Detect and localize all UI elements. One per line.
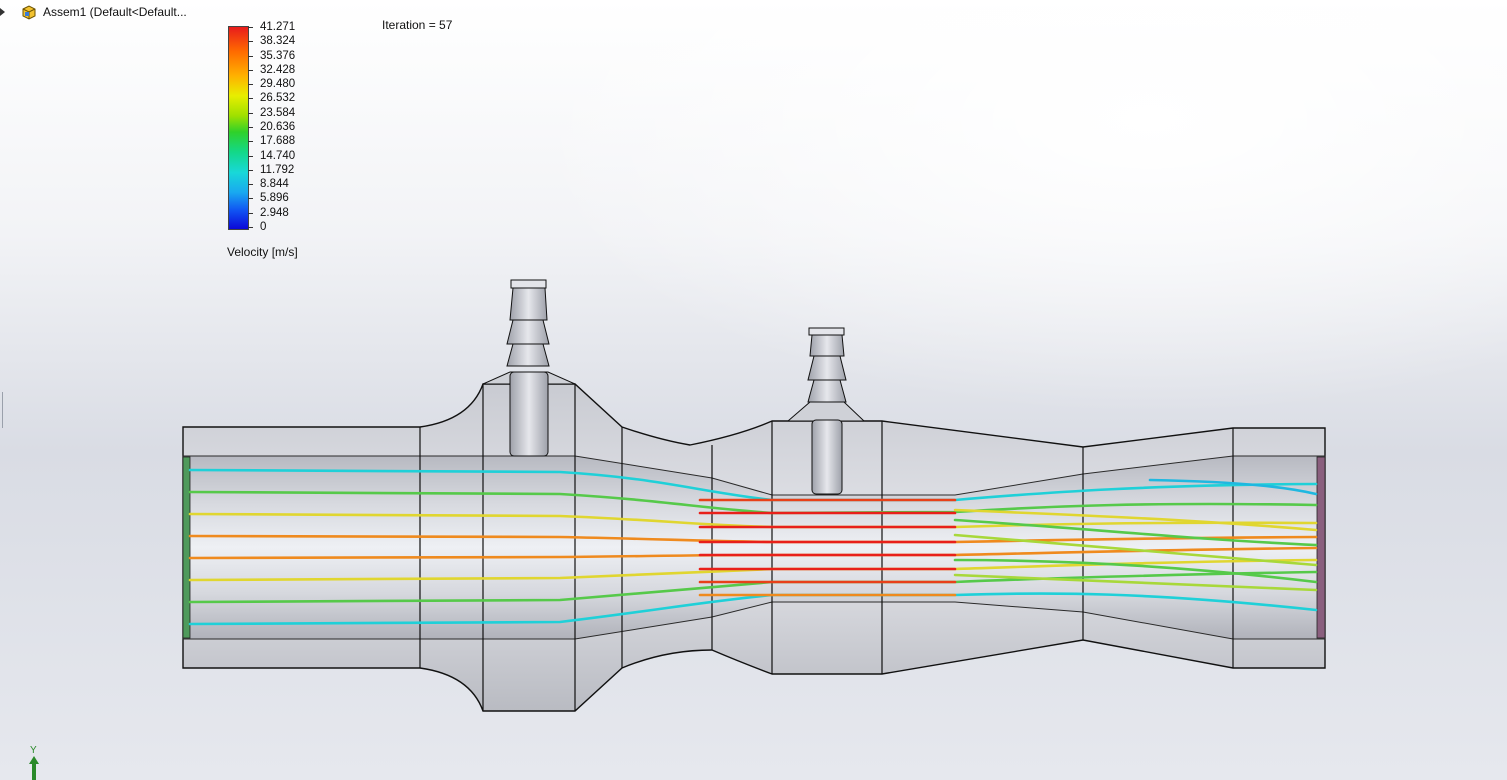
outlet-cap (1316, 456, 1326, 639)
venturi-body (182, 383, 1326, 712)
legend-title: Velocity [m/s] (227, 245, 298, 259)
streamline (1148, 478, 1318, 496)
legend-tick (248, 141, 253, 143)
legend-value: 32.428 (260, 63, 296, 76)
legend-value: 17.688 (260, 135, 296, 148)
legend-tick (248, 184, 253, 186)
legend-tick (248, 198, 253, 200)
y-axis-arrow-icon (29, 756, 39, 780)
assembly-name: Assem1 (Default<Default... (43, 5, 187, 19)
legend-value: 8.844 (260, 178, 289, 191)
legend-value: 14.740 (260, 149, 296, 162)
streamline (953, 558, 1318, 584)
inlet-cap (182, 456, 191, 639)
streamline (188, 468, 1318, 502)
flow-streamlines (188, 468, 1318, 626)
legend-value: 35.376 (260, 49, 296, 62)
legend-value: 5.896 (260, 192, 289, 205)
assembly-icon (22, 5, 36, 20)
legend-value: 20.636 (260, 121, 296, 133)
legend-value: 2.948 (260, 206, 289, 219)
streamline (188, 512, 1318, 529)
streamline (188, 592, 1318, 626)
streamline (188, 570, 1318, 604)
expand-arrow-icon[interactable] (0, 8, 11, 16)
pressure-tap-right[interactable] (786, 327, 866, 495)
legend-tick (248, 41, 253, 43)
legend-tick (248, 169, 253, 171)
y-axis-label: Y (30, 745, 37, 756)
legend-value: 0 (260, 221, 267, 233)
streamline (188, 546, 1318, 560)
legend-tick (248, 84, 253, 86)
legend-tick (248, 212, 253, 214)
legend-tick (248, 27, 253, 28)
legend-value: 41.271 (260, 21, 296, 33)
feature-tree-item-assem1[interactable]: Assem1 (Default<Default... (0, 3, 187, 21)
streamline (953, 518, 1318, 547)
color-scale-bar (228, 26, 249, 230)
axis-triad: Y (29, 745, 39, 780)
legend-value: 23.584 (260, 106, 296, 119)
legend-tick (248, 69, 253, 71)
legend-tick (248, 98, 253, 100)
legend-tick (248, 227, 253, 228)
legend-tick (248, 155, 253, 157)
streamline (188, 558, 1318, 582)
legend-value: 29.480 (260, 78, 296, 91)
legend-tick (248, 127, 253, 128)
legend-value: 26.532 (260, 92, 296, 105)
legend-value: 38.324 (260, 35, 296, 48)
streamline (953, 573, 1318, 592)
legend-tick (248, 55, 253, 57)
panel-collapse-handle[interactable] (0, 392, 3, 428)
iteration-counter: Iteration = 57 (382, 18, 453, 32)
legend-value: 11.792 (260, 163, 295, 176)
legend-tick (248, 112, 253, 114)
pressure-tap-left[interactable] (482, 279, 576, 457)
streamline (953, 533, 1318, 567)
streamline (953, 508, 1318, 532)
